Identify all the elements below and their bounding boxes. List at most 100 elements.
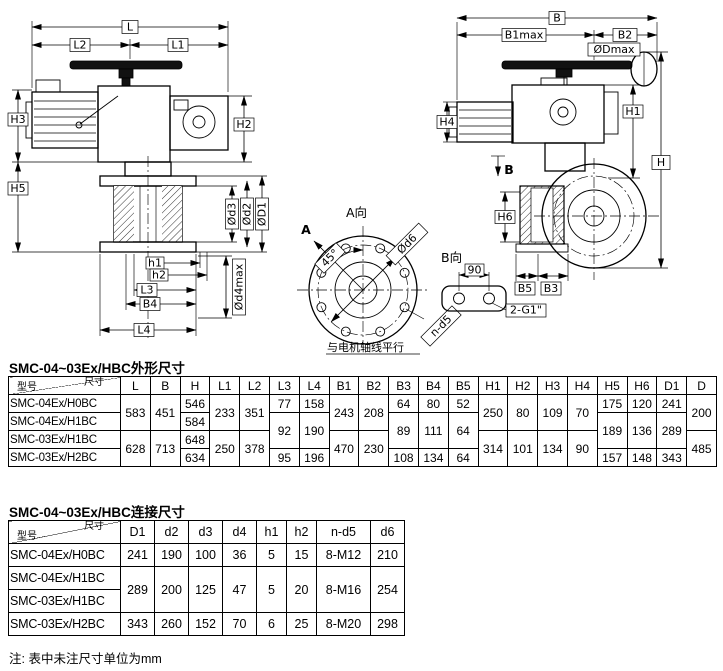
- dim-label-H6: H6: [494, 210, 516, 224]
- cell: 196: [298, 448, 330, 467]
- thread-callout: 2-G1": [505, 304, 547, 318]
- cell: 583: [120, 394, 151, 431]
- dim-label-h2: h2: [149, 269, 169, 282]
- header-cell: n-d5: [316, 520, 371, 544]
- cell: 200: [686, 394, 717, 431]
- connection-dimensions-title: SMC-04~03Ex/HBC连接尺寸: [9, 505, 185, 520]
- dim-label-B: B: [548, 11, 566, 25]
- control-unit: [169, 95, 229, 151]
- header-cell: B4: [417, 376, 449, 395]
- model-cell: SMC-03Ex/H2BC: [8, 612, 121, 636]
- gearbox-housing: [97, 85, 171, 163]
- dim-label-D1: ØD1: [255, 197, 269, 231]
- unit-note: 注: 表中未注尺寸单位为mm: [9, 652, 162, 666]
- svg-text:L1: L1: [171, 39, 184, 52]
- model-cell: SMC-03Ex/H2BC: [8, 448, 121, 467]
- connection-dimensions-table: 尺寸 型号 D1 d2 d3 d4 h1 h2 n-d5 d6 SMC-04Ex…: [8, 520, 405, 636]
- cell: 134: [417, 448, 449, 467]
- view-b-drawing: B向 90 2-G1": [441, 250, 547, 318]
- dim-label-L2: L2: [69, 38, 91, 52]
- header-cell: D1: [120, 520, 155, 544]
- cell: 628: [120, 430, 151, 467]
- cell: 250: [477, 394, 509, 431]
- cell: 260: [154, 612, 189, 636]
- cell: 92: [268, 412, 300, 449]
- handwheel-hub-side: [555, 68, 573, 78]
- header-cell: B1: [328, 376, 360, 395]
- corner-cell: 尺寸 型号: [8, 520, 121, 544]
- view-b-title: B向: [441, 250, 462, 265]
- cell: 108: [388, 448, 419, 467]
- model-cell: SMC-03Ex/H1BC: [8, 430, 121, 449]
- cell: 351: [239, 394, 270, 431]
- svg-text:H2: H2: [236, 118, 251, 131]
- dim-label-H4: H4: [436, 115, 458, 129]
- cell: 134: [537, 430, 568, 467]
- cell: 189: [596, 412, 628, 449]
- dim-label-H: H: [651, 155, 671, 170]
- cell: 36: [222, 543, 257, 567]
- cell: 250: [209, 430, 241, 467]
- svg-text:L3: L3: [140, 284, 153, 297]
- table-row: SMC-03Ex/H1BC 628 713 648 250 378 470 23…: [8, 430, 717, 467]
- dim-label-L: L: [121, 20, 139, 34]
- cell: 25: [286, 612, 317, 636]
- conduit-flange: [441, 285, 507, 312]
- model-cell: SMC-04Ex/H0BC: [8, 394, 121, 413]
- corner-model-label: 型号: [17, 382, 37, 393]
- header-cell: L3: [268, 376, 300, 395]
- dim-label-d3: Ød3: [225, 198, 239, 230]
- dim-label-90: 90: [464, 264, 485, 277]
- section-marker-a: A: [301, 222, 311, 237]
- cell: 634: [179, 448, 211, 467]
- cell: 64: [447, 448, 479, 467]
- cell: 77: [268, 394, 300, 413]
- motor-side: [456, 101, 514, 143]
- cell: 15: [286, 543, 317, 567]
- cell: 470: [328, 430, 360, 467]
- table-row: SMC-04Ex/H1BC 289 200 125 47 5 20 8-M16 …: [8, 566, 405, 613]
- bolt-hole: [375, 243, 386, 254]
- cell: 8-M16: [316, 566, 371, 613]
- table-row: SMC-04Ex/H0BC 241 190 100 36 5 15 8-M12 …: [8, 543, 405, 567]
- dim-label-Dmax: ØDmax: [587, 42, 641, 57]
- svg-text:L2: L2: [73, 39, 86, 52]
- left-view-drawing: L L2 L1 H3 H5 H2 Ød3 Ød2 ØD1 h1 h2 L3 B4…: [7, 20, 269, 340]
- header-cell: H6: [626, 376, 658, 395]
- cell: 584: [179, 412, 211, 431]
- dim-label-H3: H3: [7, 112, 29, 127]
- cell: 343: [120, 612, 155, 636]
- cell: 109: [537, 394, 568, 431]
- header-cell: d4: [222, 520, 257, 544]
- header-cell: H1: [477, 376, 509, 395]
- header-cell: L: [120, 376, 151, 395]
- header-cell: H4: [566, 376, 598, 395]
- cell: 175: [596, 394, 628, 413]
- motor-housing: [31, 91, 99, 149]
- view-a-title: A向: [346, 205, 367, 220]
- cell: 210: [370, 543, 405, 567]
- svg-text:h1: h1: [148, 257, 162, 270]
- cell: 5: [256, 566, 287, 613]
- table-row: SMC-03Ex/H2BC 343 260 152 70 6 25 8-M20 …: [8, 612, 405, 636]
- header-cell: H3: [537, 376, 568, 395]
- svg-text:B5: B5: [518, 282, 533, 295]
- cell: 314: [477, 430, 509, 467]
- header-cell: h1: [256, 520, 287, 544]
- cell: 208: [358, 394, 390, 431]
- cell: 200: [154, 566, 189, 613]
- dim-label-B2: B2: [612, 28, 638, 42]
- model-cell: SMC-03Ex/H1BC: [8, 589, 121, 613]
- bolt-hole: [340, 326, 351, 337]
- svg-text:L: L: [127, 21, 134, 34]
- handwheel-side: [501, 60, 633, 70]
- dim-label-d2: Ød2: [240, 197, 254, 231]
- conduit-hole: [483, 292, 495, 305]
- axis-parallel-note: 与电机轴线平行: [327, 340, 404, 354]
- cell: 343: [656, 448, 688, 467]
- cell: 136: [626, 412, 658, 449]
- cell: 190: [298, 412, 330, 449]
- svg-text:ØD1: ØD1: [256, 202, 269, 226]
- cell: 6: [256, 612, 287, 636]
- outline-dimensions-title: SMC-04~03Ex/HBC外形尺寸: [9, 361, 185, 376]
